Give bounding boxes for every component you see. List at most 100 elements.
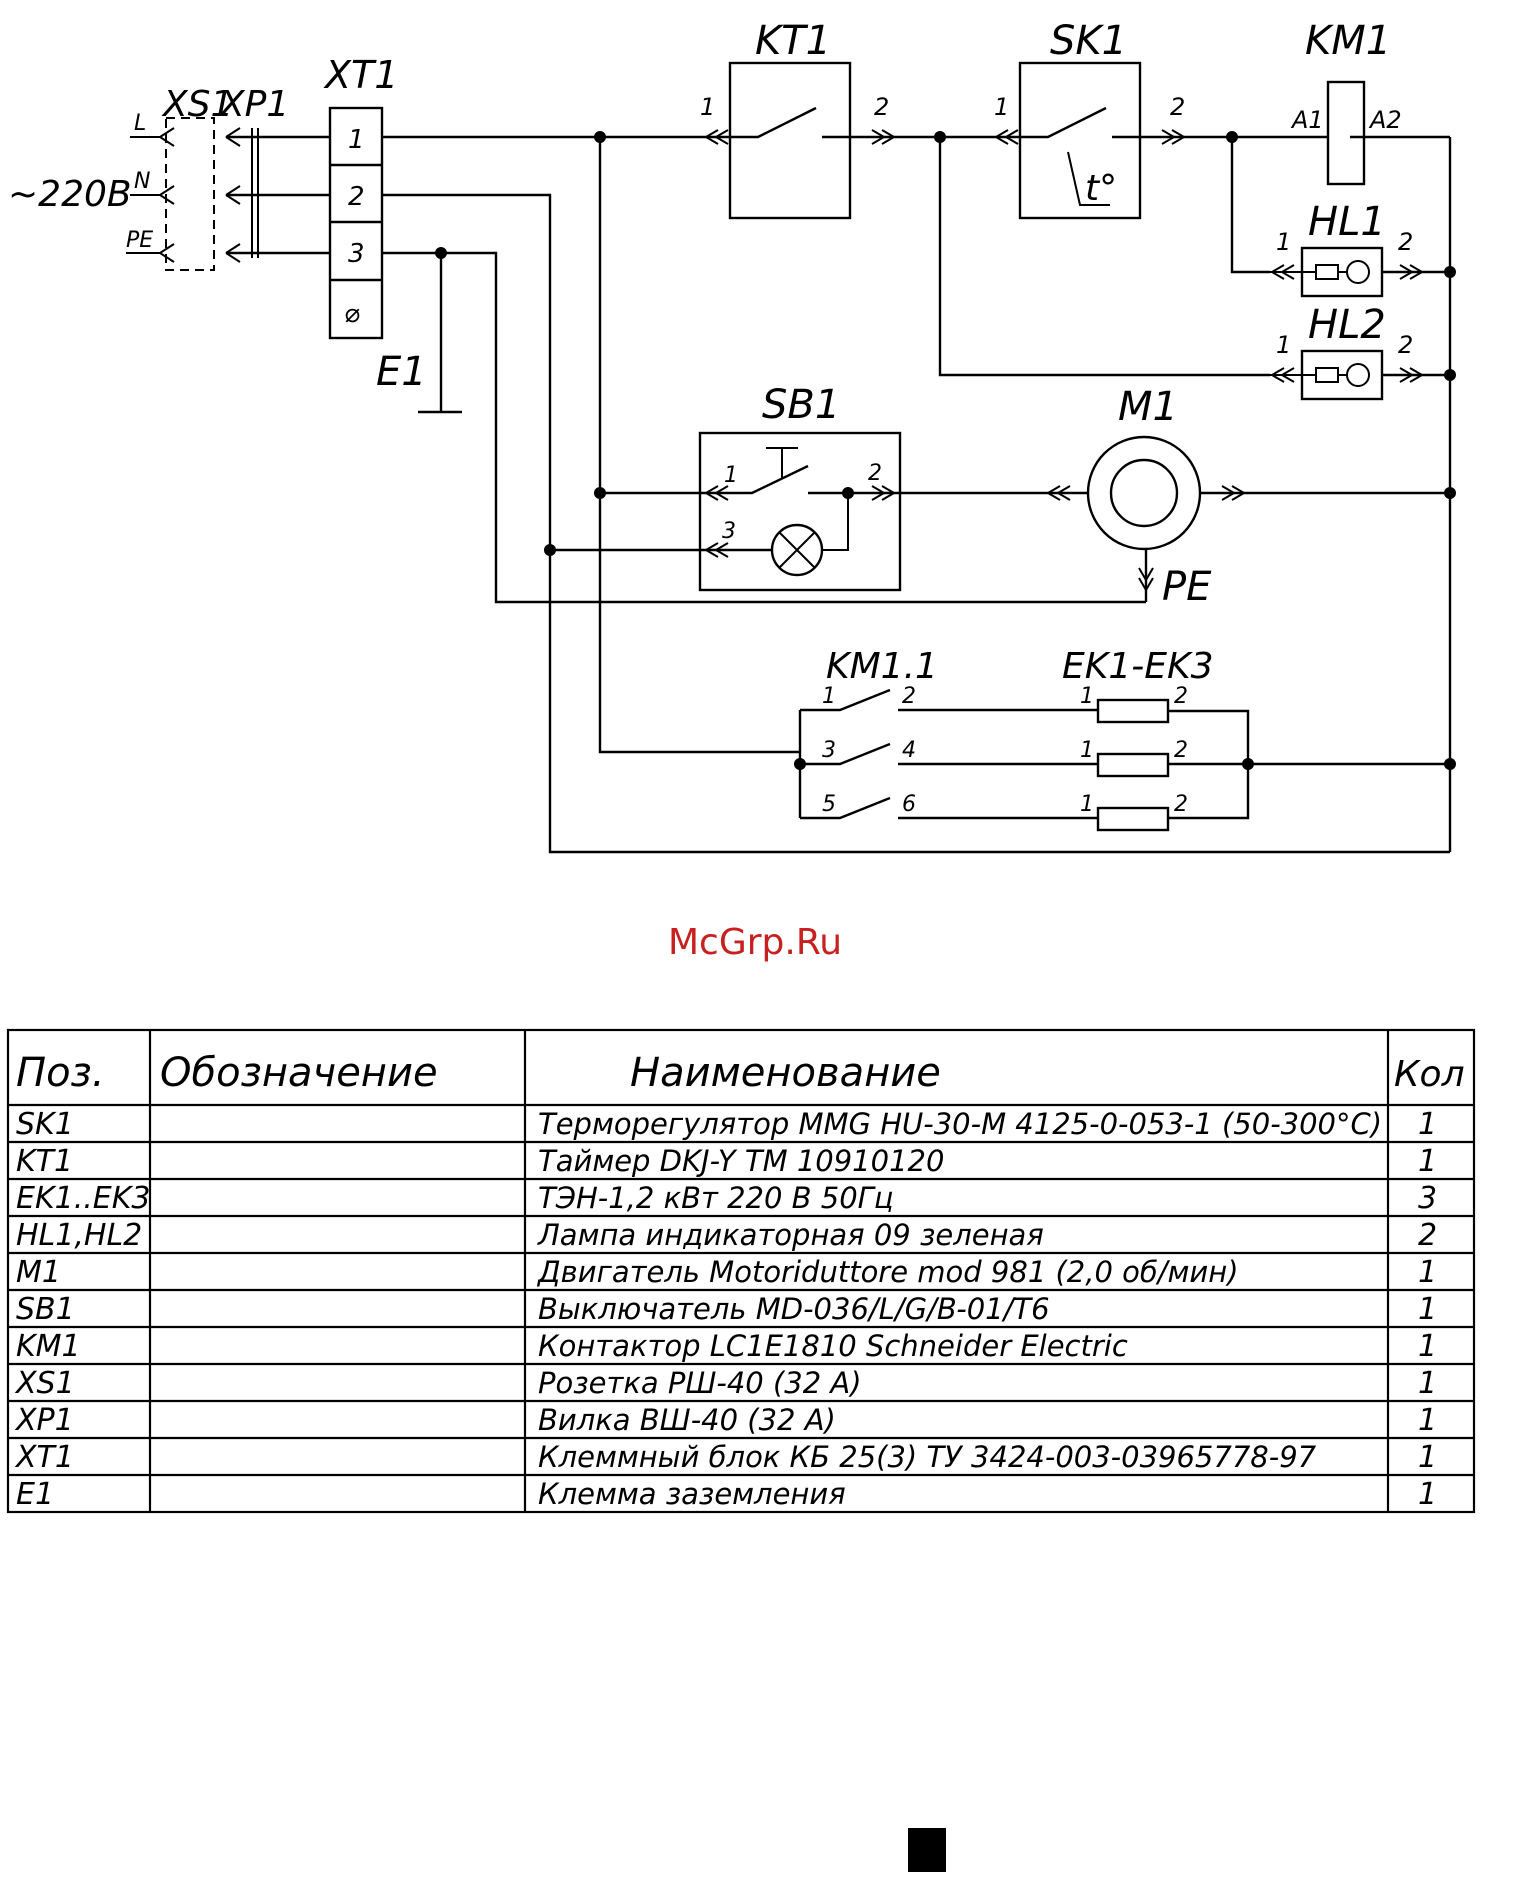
lamp1-pin-1: 1 xyxy=(1276,228,1291,256)
thermostat-symbol: t° xyxy=(1085,168,1117,209)
table-cell-name: Контактор LC1E1810 Schneider Electric xyxy=(538,1329,1128,1363)
table-row-lines xyxy=(8,1103,1474,1477)
table-cell-qty: 1 xyxy=(1418,1440,1437,1475)
timer-label: KT1 xyxy=(755,18,831,64)
table-cell-pos: XS1 xyxy=(14,1366,75,1401)
motor-pe-label: PE xyxy=(1162,564,1212,610)
table-cell-name: Таймер DKJ-Y TM 10910120 xyxy=(538,1144,944,1178)
heater-ek2 xyxy=(1096,752,1170,778)
lamp1-icon xyxy=(1346,260,1370,284)
plug-bar xyxy=(251,128,259,258)
heater2-pin-1: 1 xyxy=(1080,738,1094,763)
switch-indicator-lamp-icon xyxy=(770,523,824,577)
table-cell-qty: 1 xyxy=(1418,1255,1437,1290)
wire-neutral xyxy=(382,193,1450,854)
lamp1-pin-2: 2 xyxy=(1398,228,1413,256)
table-cell-pos: KT1 xyxy=(16,1144,73,1179)
plug-label: XP1 xyxy=(218,84,289,125)
heater-ek1 xyxy=(1096,698,1170,724)
watermark: McGrp.Ru xyxy=(668,922,842,963)
heater3-pin-2: 2 xyxy=(1174,792,1188,817)
contactor-label: KM1 xyxy=(1305,18,1391,64)
supply-label: ~220В xyxy=(8,174,132,215)
switch-pin-2: 2 xyxy=(868,461,882,486)
contact-1-2 xyxy=(800,688,1098,712)
supply-wires xyxy=(226,135,330,255)
heaters-label: EK1-EK3 xyxy=(1062,646,1214,687)
wire-label-pe: PE xyxy=(126,228,153,253)
contact-pin-6: 6 xyxy=(902,792,916,817)
thermostat-pin-2: 2 xyxy=(1170,93,1185,121)
ground-terminal-label: E1 xyxy=(376,349,427,395)
timer-pin-1: 1 xyxy=(700,93,715,121)
contact-pin-1: 1 xyxy=(822,684,836,709)
thermostat-contact xyxy=(1020,106,1140,139)
terminal-3: 3 xyxy=(348,239,365,269)
table-row: M1 Двигатель Motoriduttore mod 981 (2,0 о… xyxy=(16,1255,1437,1290)
lamp2-icon xyxy=(1346,363,1370,387)
timer-pin-2: 2 xyxy=(874,93,889,121)
contact-pin-3: 3 xyxy=(822,738,836,763)
table-cell-pos: HL1,HL2 xyxy=(16,1218,142,1253)
table-cell-qty: 1 xyxy=(1418,1292,1437,1327)
table-cell-name: Лампа индикаторная 09 зеленая xyxy=(537,1218,1044,1252)
switch-pin-3: 3 xyxy=(722,519,736,544)
table-cell-pos: XP1 xyxy=(14,1403,74,1438)
wire-to-hl2 xyxy=(938,137,1270,377)
table-cell-qty: 1 xyxy=(1418,1329,1437,1364)
switch-label: SB1 xyxy=(762,382,840,428)
lamp2-label: HL2 xyxy=(1308,302,1386,348)
table-cell-qty: 1 xyxy=(1418,1144,1437,1179)
table-header-name: Наименование xyxy=(630,1050,941,1096)
contact-pin-2: 2 xyxy=(902,684,916,709)
lamp2-pin-1: 1 xyxy=(1276,331,1291,359)
table-row: HL1,HL2 Лампа индикаторная 09 зеленая 2 xyxy=(16,1218,1437,1253)
thermostat-box xyxy=(1018,61,1142,220)
thermostat-pin-1: 1 xyxy=(994,93,1009,121)
table-cell-qty: 1 xyxy=(1418,1477,1437,1512)
table-cell-name: Розетка РШ-40 (32 А) xyxy=(538,1366,862,1400)
table-cell-name: Выключатель MD-036/L/G/B-01/T6 xyxy=(538,1292,1050,1326)
table-row: KM1 Контактор LC1E1810 Schneider Electric… xyxy=(16,1329,1437,1364)
terminal-2: 2 xyxy=(348,182,365,212)
plug-pins xyxy=(225,127,241,263)
switch-box xyxy=(698,431,902,592)
heater-ek3 xyxy=(1096,806,1170,832)
timer-box xyxy=(728,61,852,220)
table-row: XS1 Розетка РШ-40 (32 А) 1 xyxy=(14,1366,1437,1401)
table-cell-pos: M1 xyxy=(16,1255,61,1290)
table-cell-pos: EK1..EK3 xyxy=(16,1181,151,1216)
table-cell-qty: 1 xyxy=(1418,1366,1437,1401)
wire-to-hl1 xyxy=(1230,137,1270,274)
wire-label-n: N xyxy=(134,169,150,194)
coil-pin-a2: A2 xyxy=(1368,106,1402,134)
contactor-coil xyxy=(1326,80,1366,186)
switch-pin-1: 1 xyxy=(724,463,738,488)
table-cell-qty: 2 xyxy=(1418,1218,1437,1253)
page-marker xyxy=(908,1828,946,1872)
table-cell-name: Вилка ВШ-40 (32 А) xyxy=(538,1403,836,1437)
terminal-1: 1 xyxy=(348,125,365,155)
table-cell-name: ТЭН-1,2 кВт 220 В 50Гц xyxy=(538,1181,894,1215)
schematic-diagram: ~220В L N PE XS1 XP1 XT1 1 2 3 ⌀ E1 K xyxy=(8,18,1456,854)
wire-label-l: L xyxy=(134,111,146,136)
socket-contacts xyxy=(159,127,175,263)
table-border xyxy=(6,1028,1476,1514)
contact-pin-4: 4 xyxy=(902,738,916,763)
timer-contact xyxy=(730,106,850,139)
contact-5-6 xyxy=(800,796,1098,820)
table-cell-pos: SK1 xyxy=(16,1107,74,1142)
wire-line-feed xyxy=(598,137,800,754)
table-cell-name: Терморегулятор MMG HU-30-M 4125-0-053-1 … xyxy=(538,1107,1382,1141)
terminal-ground: ⌀ xyxy=(344,299,360,329)
table-cell-pos: KM1 xyxy=(16,1329,81,1364)
table-cell-name: Двигатель Motoriduttore mod 981 (2,0 об/… xyxy=(536,1255,1239,1289)
supply-lead-lines xyxy=(126,136,160,254)
contact-3-4 xyxy=(800,742,1098,766)
